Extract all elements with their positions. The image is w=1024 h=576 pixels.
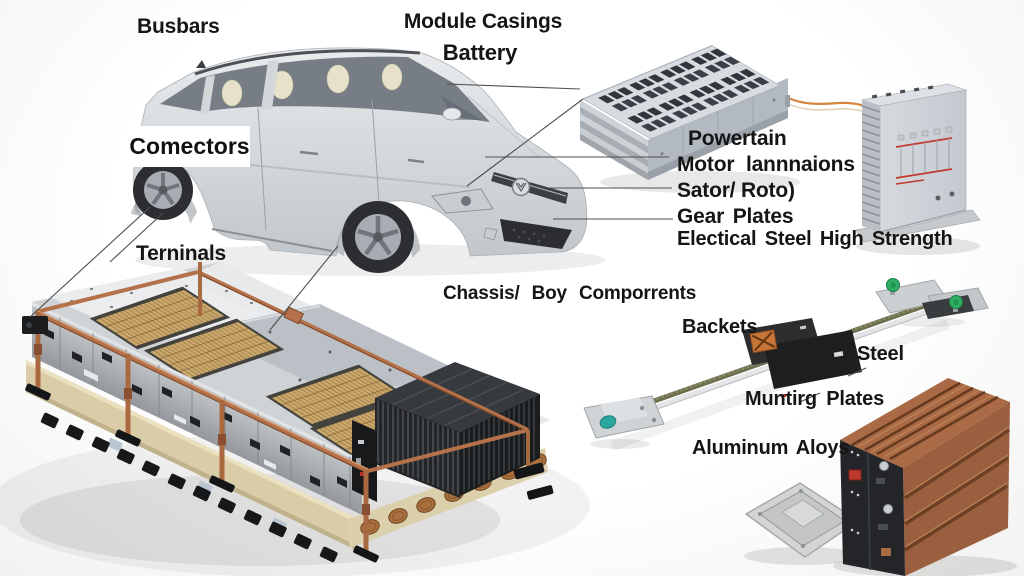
rail-assembly-illustration [583,278,989,439]
gold-cell-grids [89,286,451,460]
cast-tray-illustration [745,482,859,558]
label-stator-rotor: Sator/ Roto) [677,179,795,202]
pack-base [26,360,358,551]
battery-module-illustration [580,45,788,180]
rail-right-bracket [875,278,989,319]
label-busbars: Busbars [137,15,220,38]
label-motor-laminations: Motor lannnaions [677,153,855,176]
leader-lines [29,83,867,403]
label-gear-plates: Gear Plates [677,205,794,228]
label-aluminum-alloys: Aluminum Aloys [692,437,850,459]
label-powertrain: Powertain [688,127,787,150]
label-electrical-steel: Electical Steel High Strength [677,228,953,250]
copper-railing [22,262,554,563]
label-mounting-plates: Muntirg Plates [745,388,884,410]
module-wires [785,95,873,117]
front-wheel [342,201,414,273]
rear-wheel [133,160,193,220]
label-connectors: Comectors [129,126,250,167]
label-steel: Steel [857,343,904,365]
label-chassis-body: Chassis/ Boy Comporrents [443,283,697,304]
copper-module-illustration [840,378,1010,576]
label-brackets: Backets [682,316,758,338]
pack-bumpers [40,412,338,563]
label-battery: Battery [442,40,518,65]
battery-pack-illustration [22,262,554,563]
label-module-casings: Module Casings [403,10,563,33]
rail-center-plates [742,318,862,397]
electrical-steel-module-illustration [855,83,981,243]
rail-left-bracket [583,395,665,439]
pack-module-band [32,302,362,516]
label-terminals: Terninals [136,242,227,265]
